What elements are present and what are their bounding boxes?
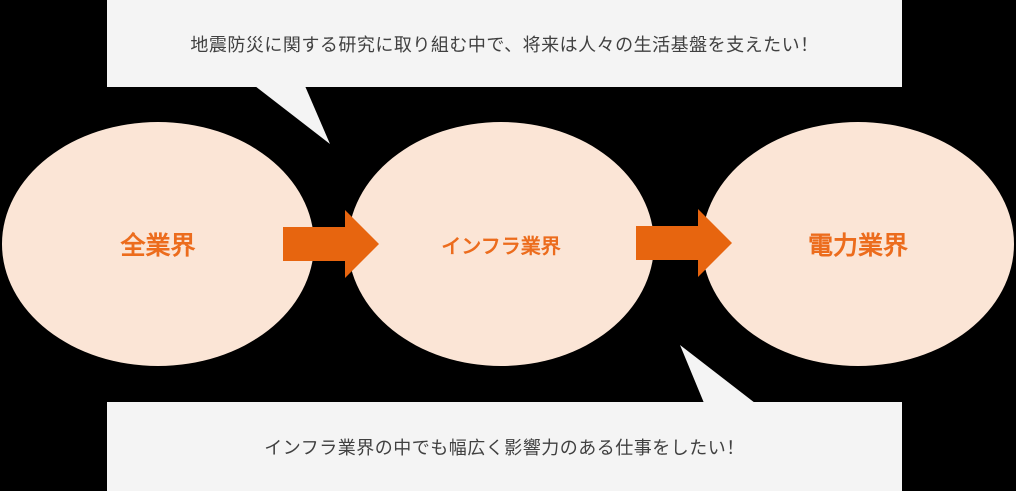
speech-bubble-bottom: インフラ業界の中でも幅広く影響力のある仕事をしたい！ xyxy=(107,402,902,491)
arrow-right-icon xyxy=(636,209,732,277)
stage-label-infrastructure: インフラ業界 xyxy=(441,235,561,258)
arrow-right-icon xyxy=(283,210,379,278)
stage-ellipse-all-industries: 全業界 xyxy=(2,122,314,366)
stage-ellipse-electric-power: 電力業界 xyxy=(702,122,1014,366)
stage-ellipse-infrastructure: インフラ業界 xyxy=(348,122,654,366)
stage-label-electric-power: 電力業界 xyxy=(807,232,908,260)
speech-bubble-top-tail xyxy=(255,86,330,144)
speech-bubble-bottom-tail xyxy=(680,345,755,403)
speech-bubble-top-text: 地震防災に関する研究に取り組む中で、将来は人々の生活基盤を支えたい！ xyxy=(190,34,819,55)
stage-label-all-industries: 全業界 xyxy=(120,232,196,260)
speech-bubble-top: 地震防災に関する研究に取り組む中で、将来は人々の生活基盤を支えたい！ xyxy=(107,0,902,87)
speech-bubble-bottom-text: インフラ業界の中でも幅広く影響力のある仕事をしたい！ xyxy=(264,437,745,458)
